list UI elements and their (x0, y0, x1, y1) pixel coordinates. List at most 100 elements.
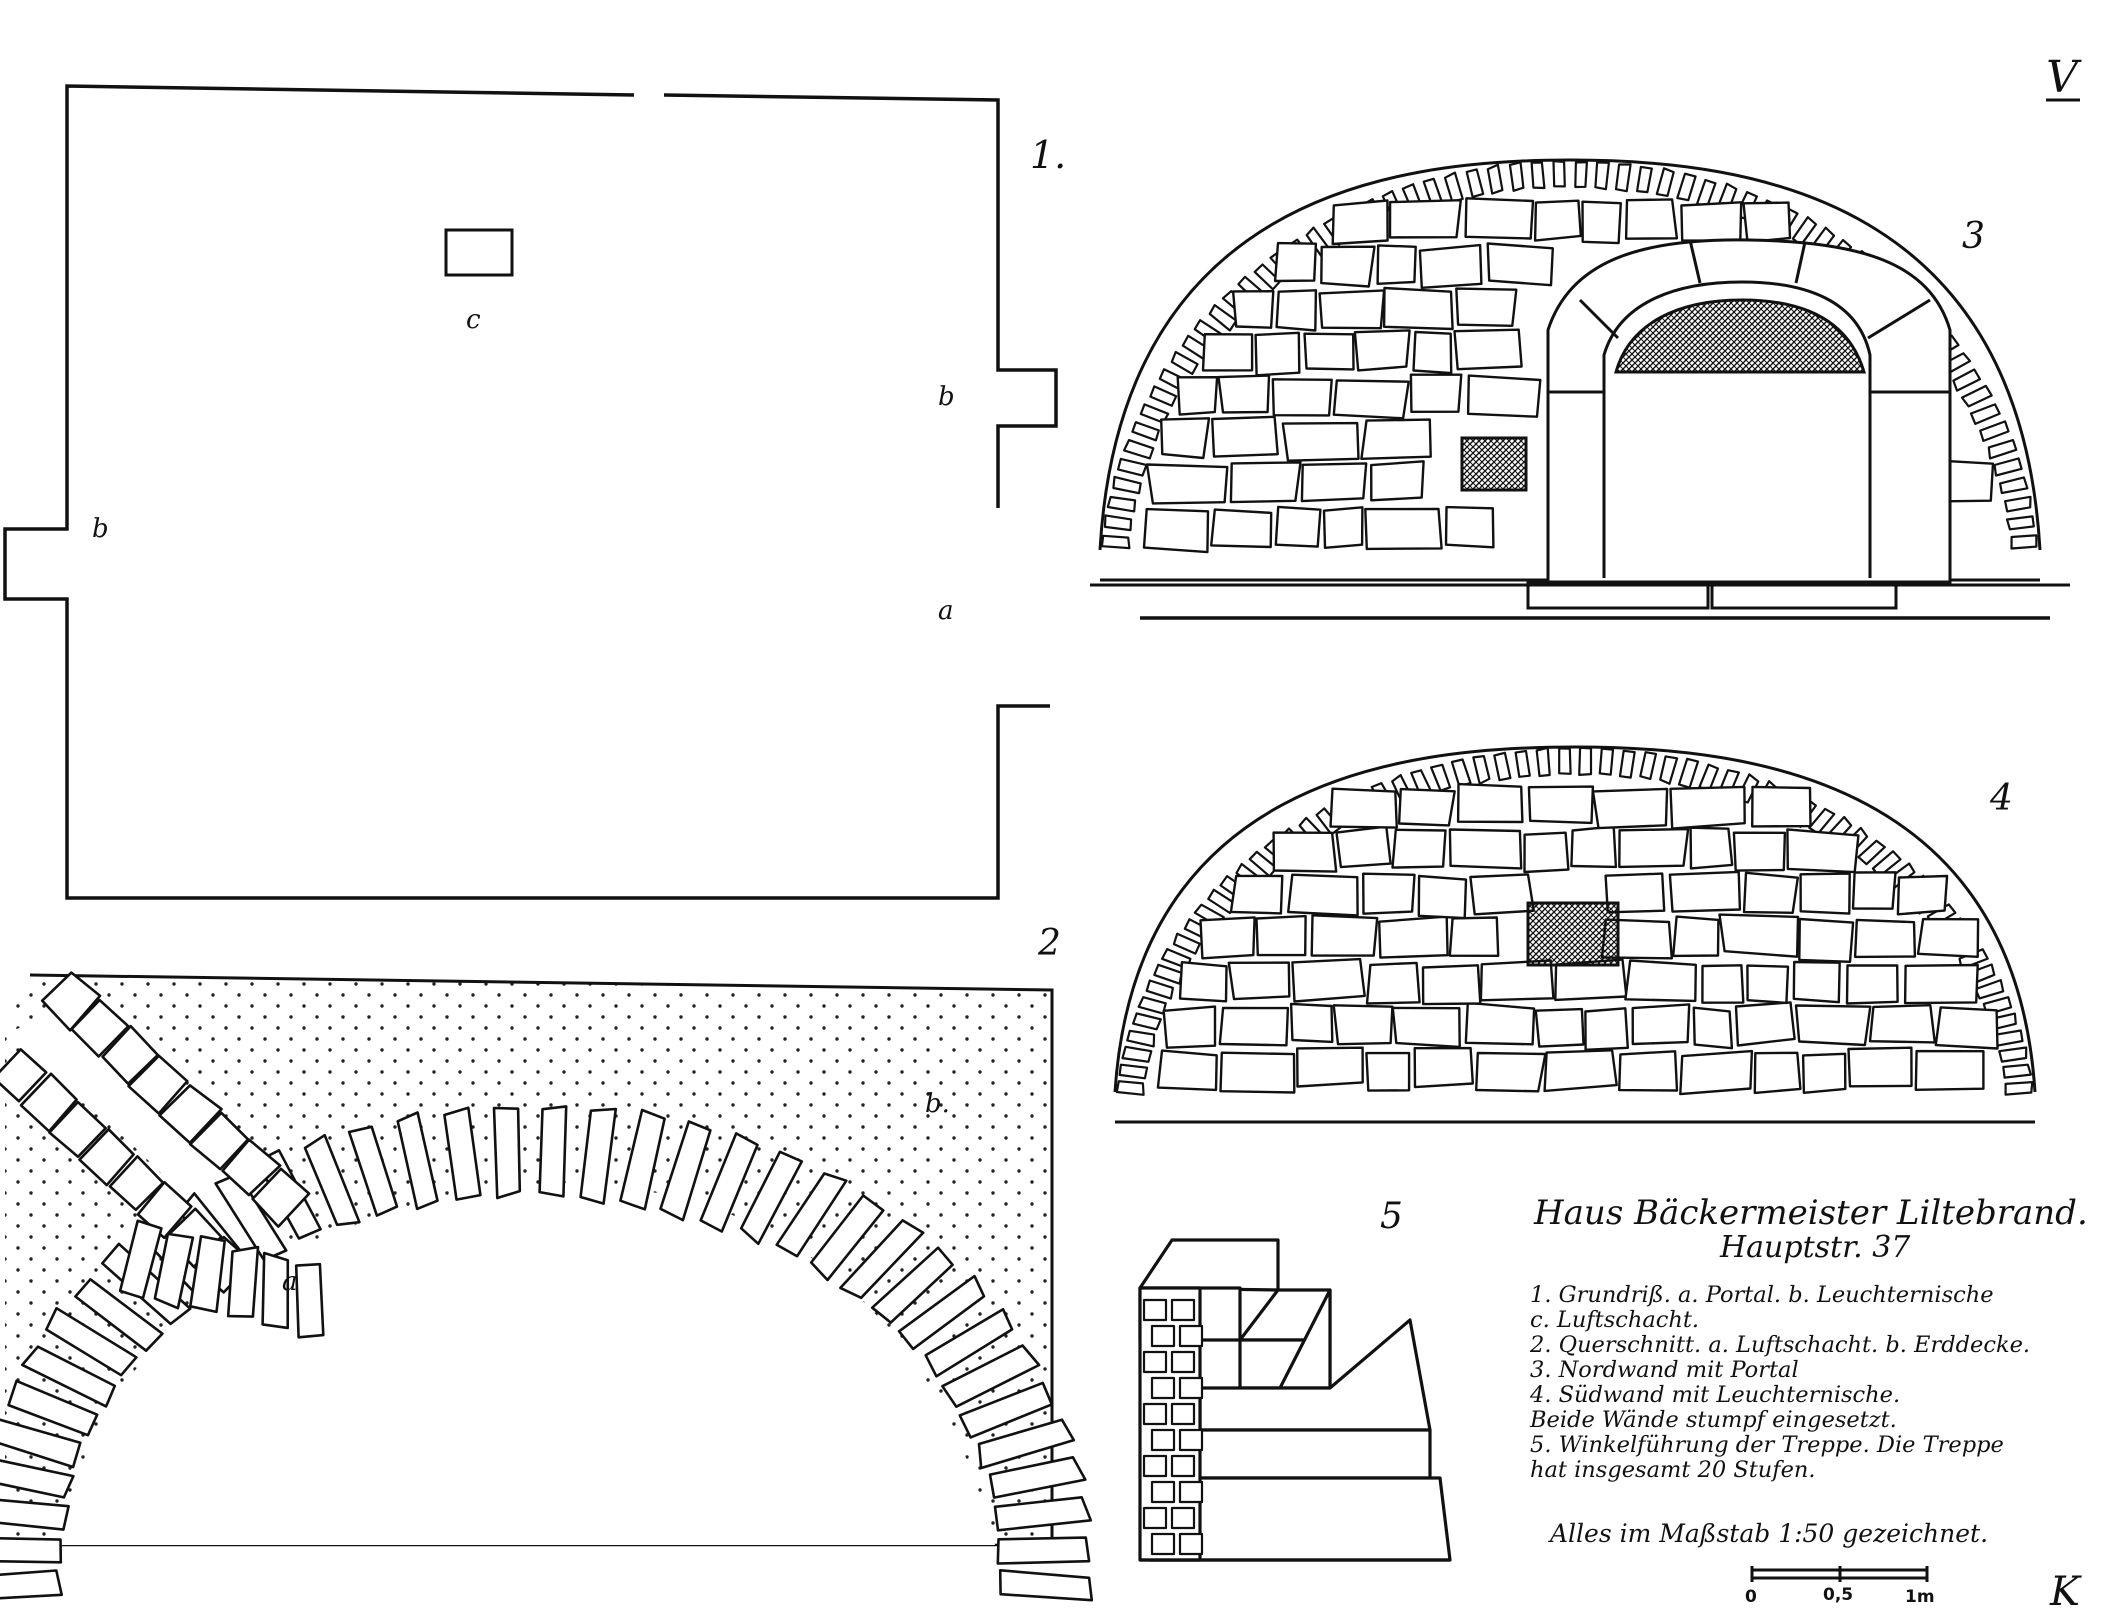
rubble-stone (1331, 199, 1389, 246)
rubble-stone (1853, 918, 1917, 959)
stair-wall-stone (1150, 1428, 1176, 1452)
edge-stone (1857, 839, 1886, 866)
rubble-stone (1668, 870, 1742, 913)
vault-stone (739, 1150, 804, 1246)
rubble-stone (1275, 289, 1318, 332)
vault-stone (870, 1246, 954, 1324)
figure-3-number: 3 (1962, 216, 1985, 257)
rubble-stone (1584, 1007, 1630, 1052)
stair-wall-stone (1178, 1324, 1204, 1348)
legend-item: 4. Südwand mit Leuchternische. (1530, 1382, 1901, 1408)
shaft-stone (40, 971, 102, 1032)
edge-stone (1998, 1046, 2028, 1063)
edge-stone (1131, 421, 1160, 442)
shaft-stone (294, 1262, 325, 1339)
plan-label-c: c (466, 305, 481, 335)
shaft-stone (251, 1167, 311, 1228)
edge-stone (2004, 1080, 2034, 1096)
vault-stone (443, 1106, 482, 1201)
legend-item: 1. Grundriß. a. Portal. b. Leuchternisch… (1530, 1282, 1994, 1308)
rubble-stone (1353, 329, 1411, 372)
rubble-stone (1199, 916, 1256, 960)
rubble-stone (1914, 1049, 1985, 1092)
edge-stone (1103, 514, 1133, 532)
rubble-stone (1210, 415, 1279, 458)
plan-label-b-right: b (938, 382, 955, 412)
scale-label-half: 0,5 (1823, 1585, 1853, 1605)
rubble-stone (1527, 785, 1595, 825)
edge-stone (2002, 1063, 2033, 1079)
edge-stone (1614, 163, 1632, 193)
rubble-stone (1421, 964, 1482, 1006)
rubble-stone (1145, 463, 1229, 505)
stair-wall-stone (1170, 1402, 1196, 1426)
rubble-stone (1692, 1006, 1734, 1050)
vault-stone (74, 1278, 164, 1352)
vault-stones (0, 1105, 1094, 1602)
rubble-stone (1753, 1051, 1802, 1095)
vault-stone (958, 1381, 1054, 1439)
edge-stone (1677, 757, 1700, 789)
stair-wall-stone (1142, 1506, 1168, 1530)
edge-stone (1172, 932, 1201, 955)
edge-stone (1137, 996, 1167, 1015)
stair-wall-stone (1170, 1454, 1196, 1478)
cross-section: 2 b. a (0, 923, 1094, 1602)
rubble-stone (1456, 782, 1524, 824)
legend-item: Beide Wände stumpf eingesetzt. (1530, 1407, 1897, 1433)
vault-stone (775, 1172, 848, 1258)
edge-stone (1655, 167, 1675, 197)
rubble-stone (1847, 1046, 1913, 1088)
rubble-stone (1732, 831, 1787, 872)
drawing-subtitle: Hauptstr. 37 (1720, 1230, 1911, 1265)
rubble-stone (1448, 916, 1500, 957)
edge-stone (1508, 161, 1525, 192)
vault-stone (0, 1569, 64, 1600)
rubble-stone (1300, 462, 1368, 503)
edge-stone (2003, 495, 2032, 513)
rubble-stone (1534, 1007, 1585, 1048)
rubble-stone (1227, 961, 1291, 1001)
edge-stone (1578, 746, 1593, 777)
rubble-stone (1382, 286, 1454, 331)
shaft-stone (261, 1251, 290, 1330)
vault-stone (0, 1418, 82, 1469)
shaft-stone (108, 1155, 165, 1212)
shaft-stones (0, 971, 325, 1339)
rubble-stone (1322, 506, 1364, 549)
edge-stone (1998, 476, 2029, 495)
shaft-stone (221, 1138, 282, 1197)
edge-stone (2010, 534, 2038, 550)
stair-wall-stone (1170, 1506, 1196, 1530)
shaft-stone (78, 1128, 135, 1187)
rubble-stone (1295, 1046, 1364, 1088)
stair-wall-stone (1150, 1376, 1176, 1400)
rubble-stone (1391, 828, 1447, 869)
rubble-stone (1364, 507, 1443, 551)
vault-stone (809, 1194, 885, 1282)
edge-stone (1552, 160, 1566, 188)
rubble-stone (1209, 508, 1273, 549)
rubble-stone (1318, 289, 1386, 330)
shaft-stone (189, 1235, 226, 1314)
scale-label-0: 0 (1745, 1587, 1757, 1607)
rubble-stone (1409, 373, 1463, 413)
edge-stone (1969, 403, 2001, 425)
rubble-stone (1376, 244, 1417, 285)
vault-stone (538, 1105, 568, 1198)
rubble-stone (1274, 505, 1322, 548)
stair-wall-stone (1142, 1350, 1168, 1374)
rubble-stone (1868, 1004, 1937, 1044)
rubble-stone (1176, 376, 1219, 416)
rubble-stone (1159, 417, 1211, 460)
vault-stone (996, 1536, 1091, 1565)
vault-stone (492, 1106, 522, 1200)
rubble-stone (1310, 914, 1379, 957)
vault-stone (993, 1496, 1093, 1532)
rubble-stone (1448, 828, 1523, 870)
drawing-title: Haus Bäckermeister Liltebrand. (1534, 1193, 2088, 1233)
edge-stone (1987, 439, 2018, 460)
rubble-stone (1679, 1049, 1754, 1096)
plan-label-b-left: b (92, 514, 109, 544)
rubble-stone (1618, 827, 1690, 869)
